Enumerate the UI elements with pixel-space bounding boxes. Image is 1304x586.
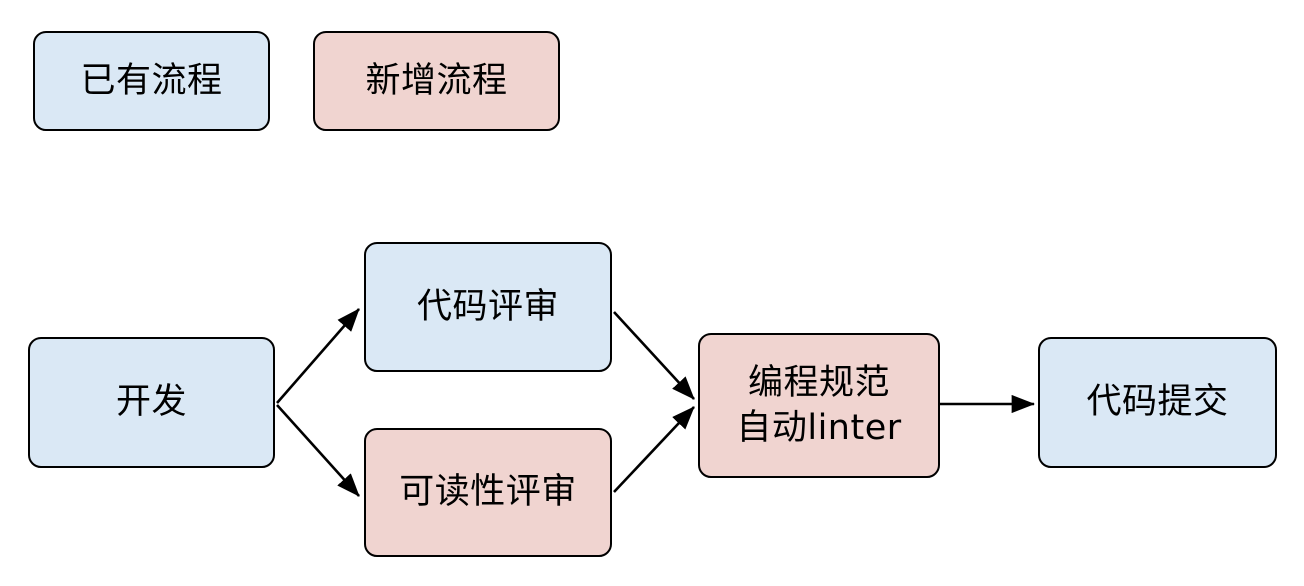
legend-item-new-process[interactable]: 新增流程 xyxy=(313,31,560,131)
edge-develop-to-code-review xyxy=(276,308,360,404)
flow-node-coding-standard-linter[interactable]: 编程规范 自动linter xyxy=(698,333,940,478)
flow-node-develop[interactable]: 开发 xyxy=(28,337,275,468)
legend-item-existing-process-label: 已有流程 xyxy=(80,60,223,101)
edge-code-review-to-lint xyxy=(613,311,695,400)
flow-node-auto-linter-label: 自动linter xyxy=(736,407,902,448)
edge-readability-to-lint xyxy=(613,406,695,493)
flow-node-readability-review[interactable]: 可读性评审 xyxy=(364,428,612,557)
edge-develop-to-readability xyxy=(276,404,360,497)
flow-node-code-review-label: 代码评审 xyxy=(416,286,559,327)
flow-node-develop-label: 开发 xyxy=(115,382,187,423)
flow-node-code-commit[interactable]: 代码提交 xyxy=(1038,337,1277,468)
legend-item-new-process-label: 新增流程 xyxy=(365,60,508,101)
flow-node-readability-review-label: 可读性评审 xyxy=(399,472,577,513)
flow-node-coding-standard-label: 编程规范 xyxy=(747,362,890,403)
flow-node-code-review[interactable]: 代码评审 xyxy=(364,242,612,372)
flow-node-code-commit-label: 代码提交 xyxy=(1086,382,1229,423)
legend-item-existing-process[interactable]: 已有流程 xyxy=(33,31,270,131)
